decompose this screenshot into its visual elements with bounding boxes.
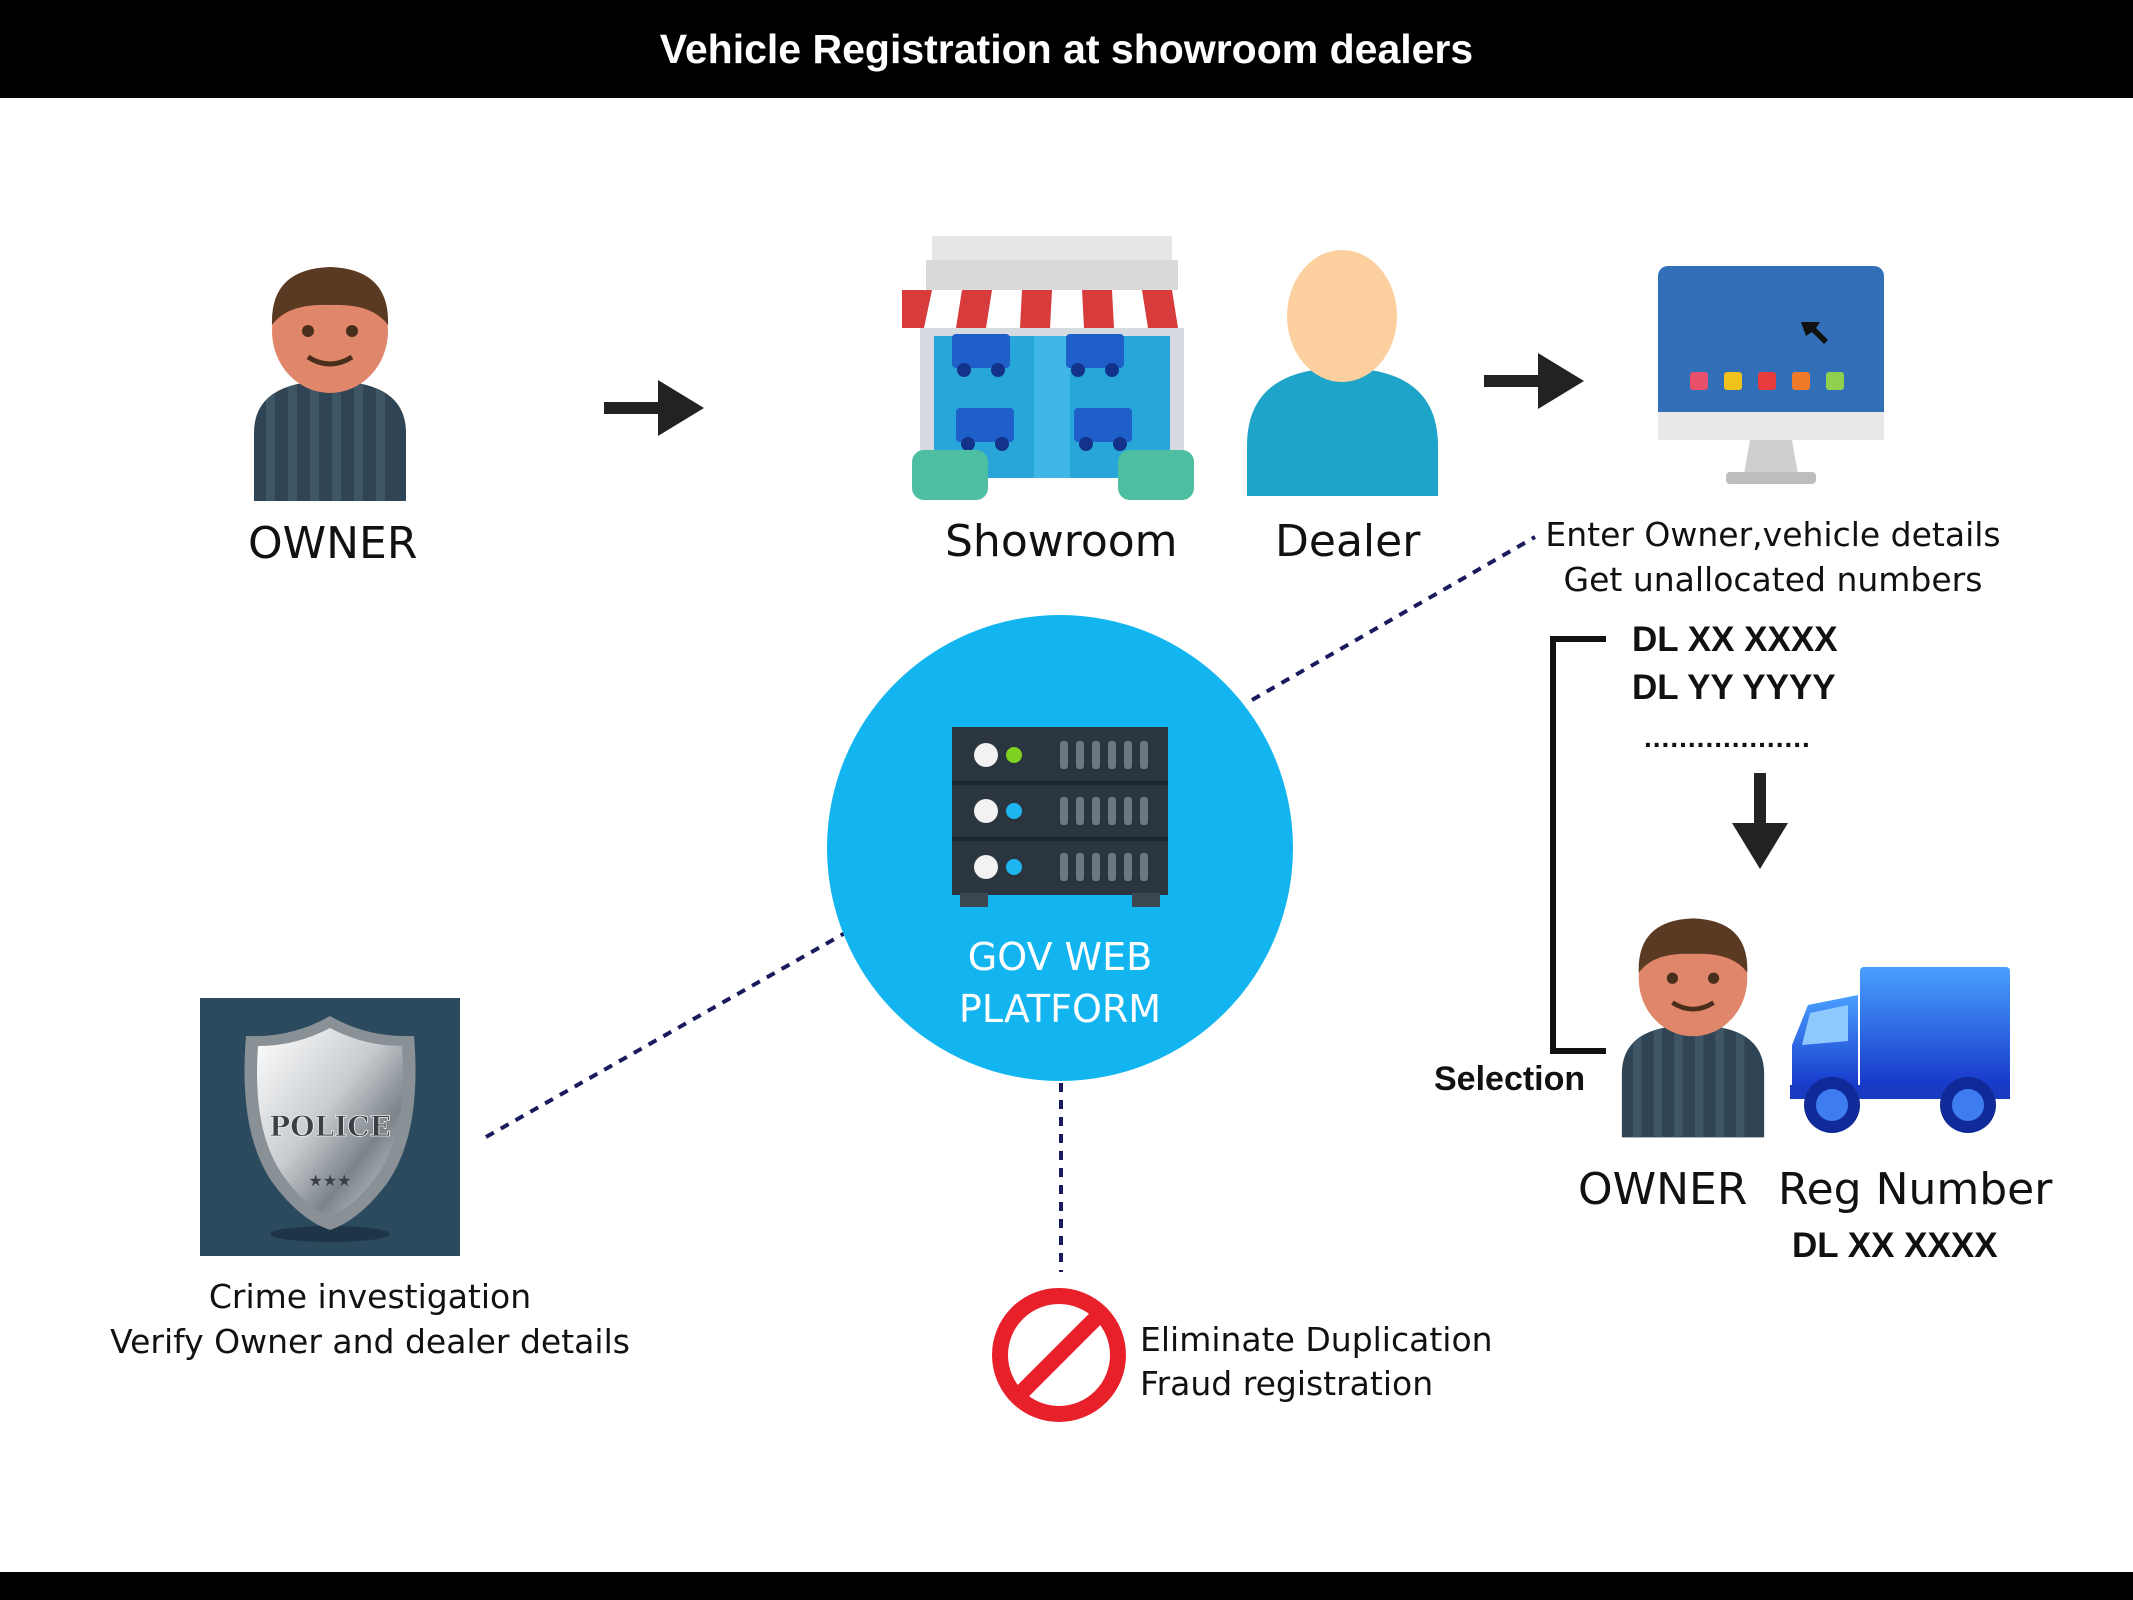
platform-label: GOV WEB PLATFORM [827, 931, 1293, 1035]
gov-platform-circle: GOV WEB PLATFORM [827, 615, 1293, 1081]
arrow-down-icon [1732, 773, 1788, 869]
showroom-label: Showroom [945, 516, 1178, 567]
selection-label: Selection [1434, 1060, 1586, 1098]
dealer-label: Dealer [1275, 516, 1421, 567]
platform-label-line-1: GOV WEB [967, 935, 1153, 979]
showroom-icon [902, 236, 1202, 500]
computer-caption-line-1: Enter Owner,vehicle details [1545, 515, 2001, 554]
police-shield-icon: POLICE ★★★ [244, 1016, 416, 1242]
number-option-1: DL XX XXXX [1632, 620, 1838, 659]
number-option-more: ................... [1644, 722, 1811, 753]
police-panel: POLICE ★★★ [200, 998, 460, 1256]
owner-person-icon [254, 267, 406, 501]
final-owner-person-icon [1621, 918, 1765, 1138]
police-caption-line-2: Verify Owner and dealer details [110, 1322, 630, 1361]
connector-platform-police [485, 931, 846, 1139]
computer-icon [1658, 266, 1884, 484]
reg-number-value: DL XX XXXX [1792, 1226, 1998, 1265]
prohibit-icon [992, 1288, 1126, 1422]
number-option-2: DL YY YYYY [1632, 668, 1836, 707]
computer-caption-line-2: Get unallocated numbers [1563, 560, 1983, 599]
platform-label-line-2: PLATFORM [958, 987, 1162, 1031]
arrow-right-icon [604, 380, 704, 436]
police-caption: Crime investigation Verify Owner and dea… [110, 1274, 630, 1364]
connector-platform-computer [1251, 535, 1536, 702]
page-title: Vehicle Registration at showroom dealers [0, 0, 2133, 98]
prohibit-caption-line-2: Fraud registration [1140, 1364, 1434, 1403]
police-caption-line-1: Crime investigation [208, 1277, 532, 1316]
computer-caption: Enter Owner,vehicle details Get unalloca… [1540, 512, 2006, 602]
police-stars: ★★★ [308, 1171, 351, 1190]
footer-bar [0, 1572, 2133, 1600]
final-owner-label: OWNER [1578, 1164, 1748, 1215]
prohibit-caption: Eliminate Duplication Fraud registration [1140, 1318, 1493, 1406]
prohibit-caption-line-1: Eliminate Duplication [1140, 1320, 1493, 1359]
selection-bracket [1550, 636, 1606, 1054]
arrow-right-icon [1484, 353, 1584, 409]
reg-number-label: Reg Number [1778, 1164, 2053, 1215]
dealer-icon [1247, 250, 1438, 496]
truck-icon [1790, 967, 2010, 1133]
police-badge-text: POLICE [269, 1110, 391, 1143]
server-icon [952, 727, 1168, 907]
owner-label: OWNER [248, 518, 418, 569]
